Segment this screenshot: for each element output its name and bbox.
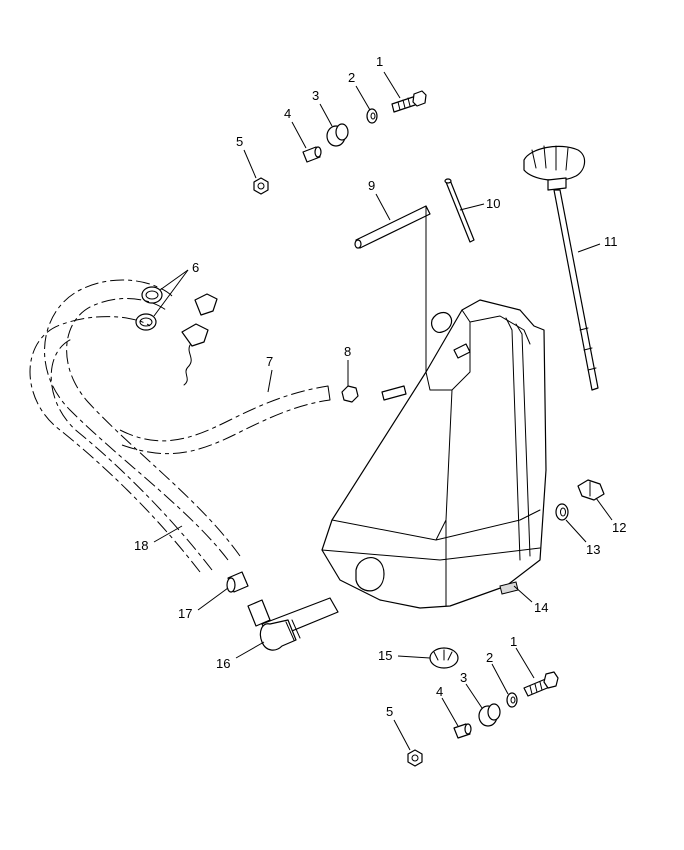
callout-14: 14 (534, 600, 548, 615)
bushing-part-3-lower (478, 703, 501, 727)
hose-part-7 (119, 385, 331, 455)
callout-5-lower: 5 (386, 704, 393, 719)
bolt-part-1-lower (523, 671, 559, 697)
callout-4-lower: 4 (436, 684, 443, 699)
clamp-part-6 (135, 286, 218, 386)
elbow-part-16 (247, 597, 339, 651)
callout-6: 6 (192, 260, 199, 275)
dipstick-part-11 (523, 145, 599, 391)
spacer-part-4-upper (302, 146, 322, 163)
oil-tank-part-14 (321, 299, 547, 609)
callout-3-lower: 3 (460, 670, 467, 685)
callout-2-upper: 2 (348, 70, 355, 85)
callout-2-lower: 2 (486, 650, 493, 665)
callout-7: 7 (266, 354, 273, 369)
callout-labels: 1 2 3 4 5 6 7 8 9 10 11 12 13 14 15 16 1… (134, 54, 626, 719)
callout-10: 10 (486, 196, 500, 211)
washer-part-13 (555, 503, 569, 521)
plug-part-15 (429, 647, 459, 669)
callout-1-lower: 1 (510, 634, 517, 649)
spacer-part-4-lower (453, 723, 472, 739)
callout-4-upper: 4 (284, 106, 291, 121)
callout-17: 17 (178, 606, 192, 621)
pin-part-10 (444, 178, 475, 243)
washer-part-2-lower (506, 692, 518, 708)
washer-part-2-upper (366, 108, 378, 124)
callout-3-upper: 3 (312, 88, 319, 103)
tube-part-9 (354, 205, 431, 373)
hose-part-18 (29, 279, 241, 573)
bolt-part-1-upper (391, 90, 427, 113)
callout-12: 12 (612, 520, 626, 535)
callout-15: 15 (378, 648, 392, 663)
callout-5-upper: 5 (236, 134, 243, 149)
nut-part-5-upper (253, 177, 269, 195)
nut-part-8 (341, 385, 359, 403)
callout-1-upper: 1 (376, 54, 383, 69)
callout-8: 8 (344, 344, 351, 359)
nut-part-5-lower (407, 749, 423, 767)
callout-11: 11 (604, 234, 618, 249)
callout-9: 9 (368, 178, 375, 193)
fitting-part-12 (577, 479, 605, 501)
bushing-part-3-upper (326, 123, 349, 147)
callout-16: 16 (216, 656, 230, 671)
callout-13: 13 (586, 542, 600, 557)
leader-lines (153, 71, 613, 751)
callout-18: 18 (134, 538, 148, 553)
sleeve-part-17 (226, 571, 249, 593)
